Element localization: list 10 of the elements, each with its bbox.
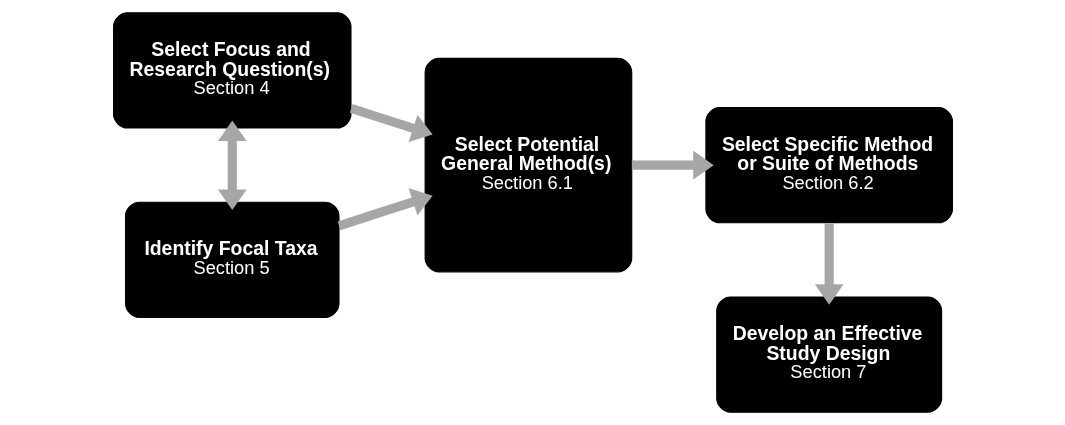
- arrow: [814, 223, 844, 305]
- node-box: Select Focus and Research Question(s) Section 4: [112, 12, 352, 129]
- arrow: [217, 120, 247, 211]
- node-box: Develop an Effective Study Design Section 7: [715, 296, 942, 413]
- node-box: Identify Focal Taxa Section 5: [124, 201, 340, 319]
- arrow: [631, 150, 714, 180]
- arrow: [337, 188, 433, 231]
- node-box: Select Potential General Method(s) Section 6.1: [424, 57, 632, 273]
- node-box: Select Specific Method or Suite of Methods Section 6.2: [704, 106, 953, 224]
- arrow: [349, 104, 433, 142]
